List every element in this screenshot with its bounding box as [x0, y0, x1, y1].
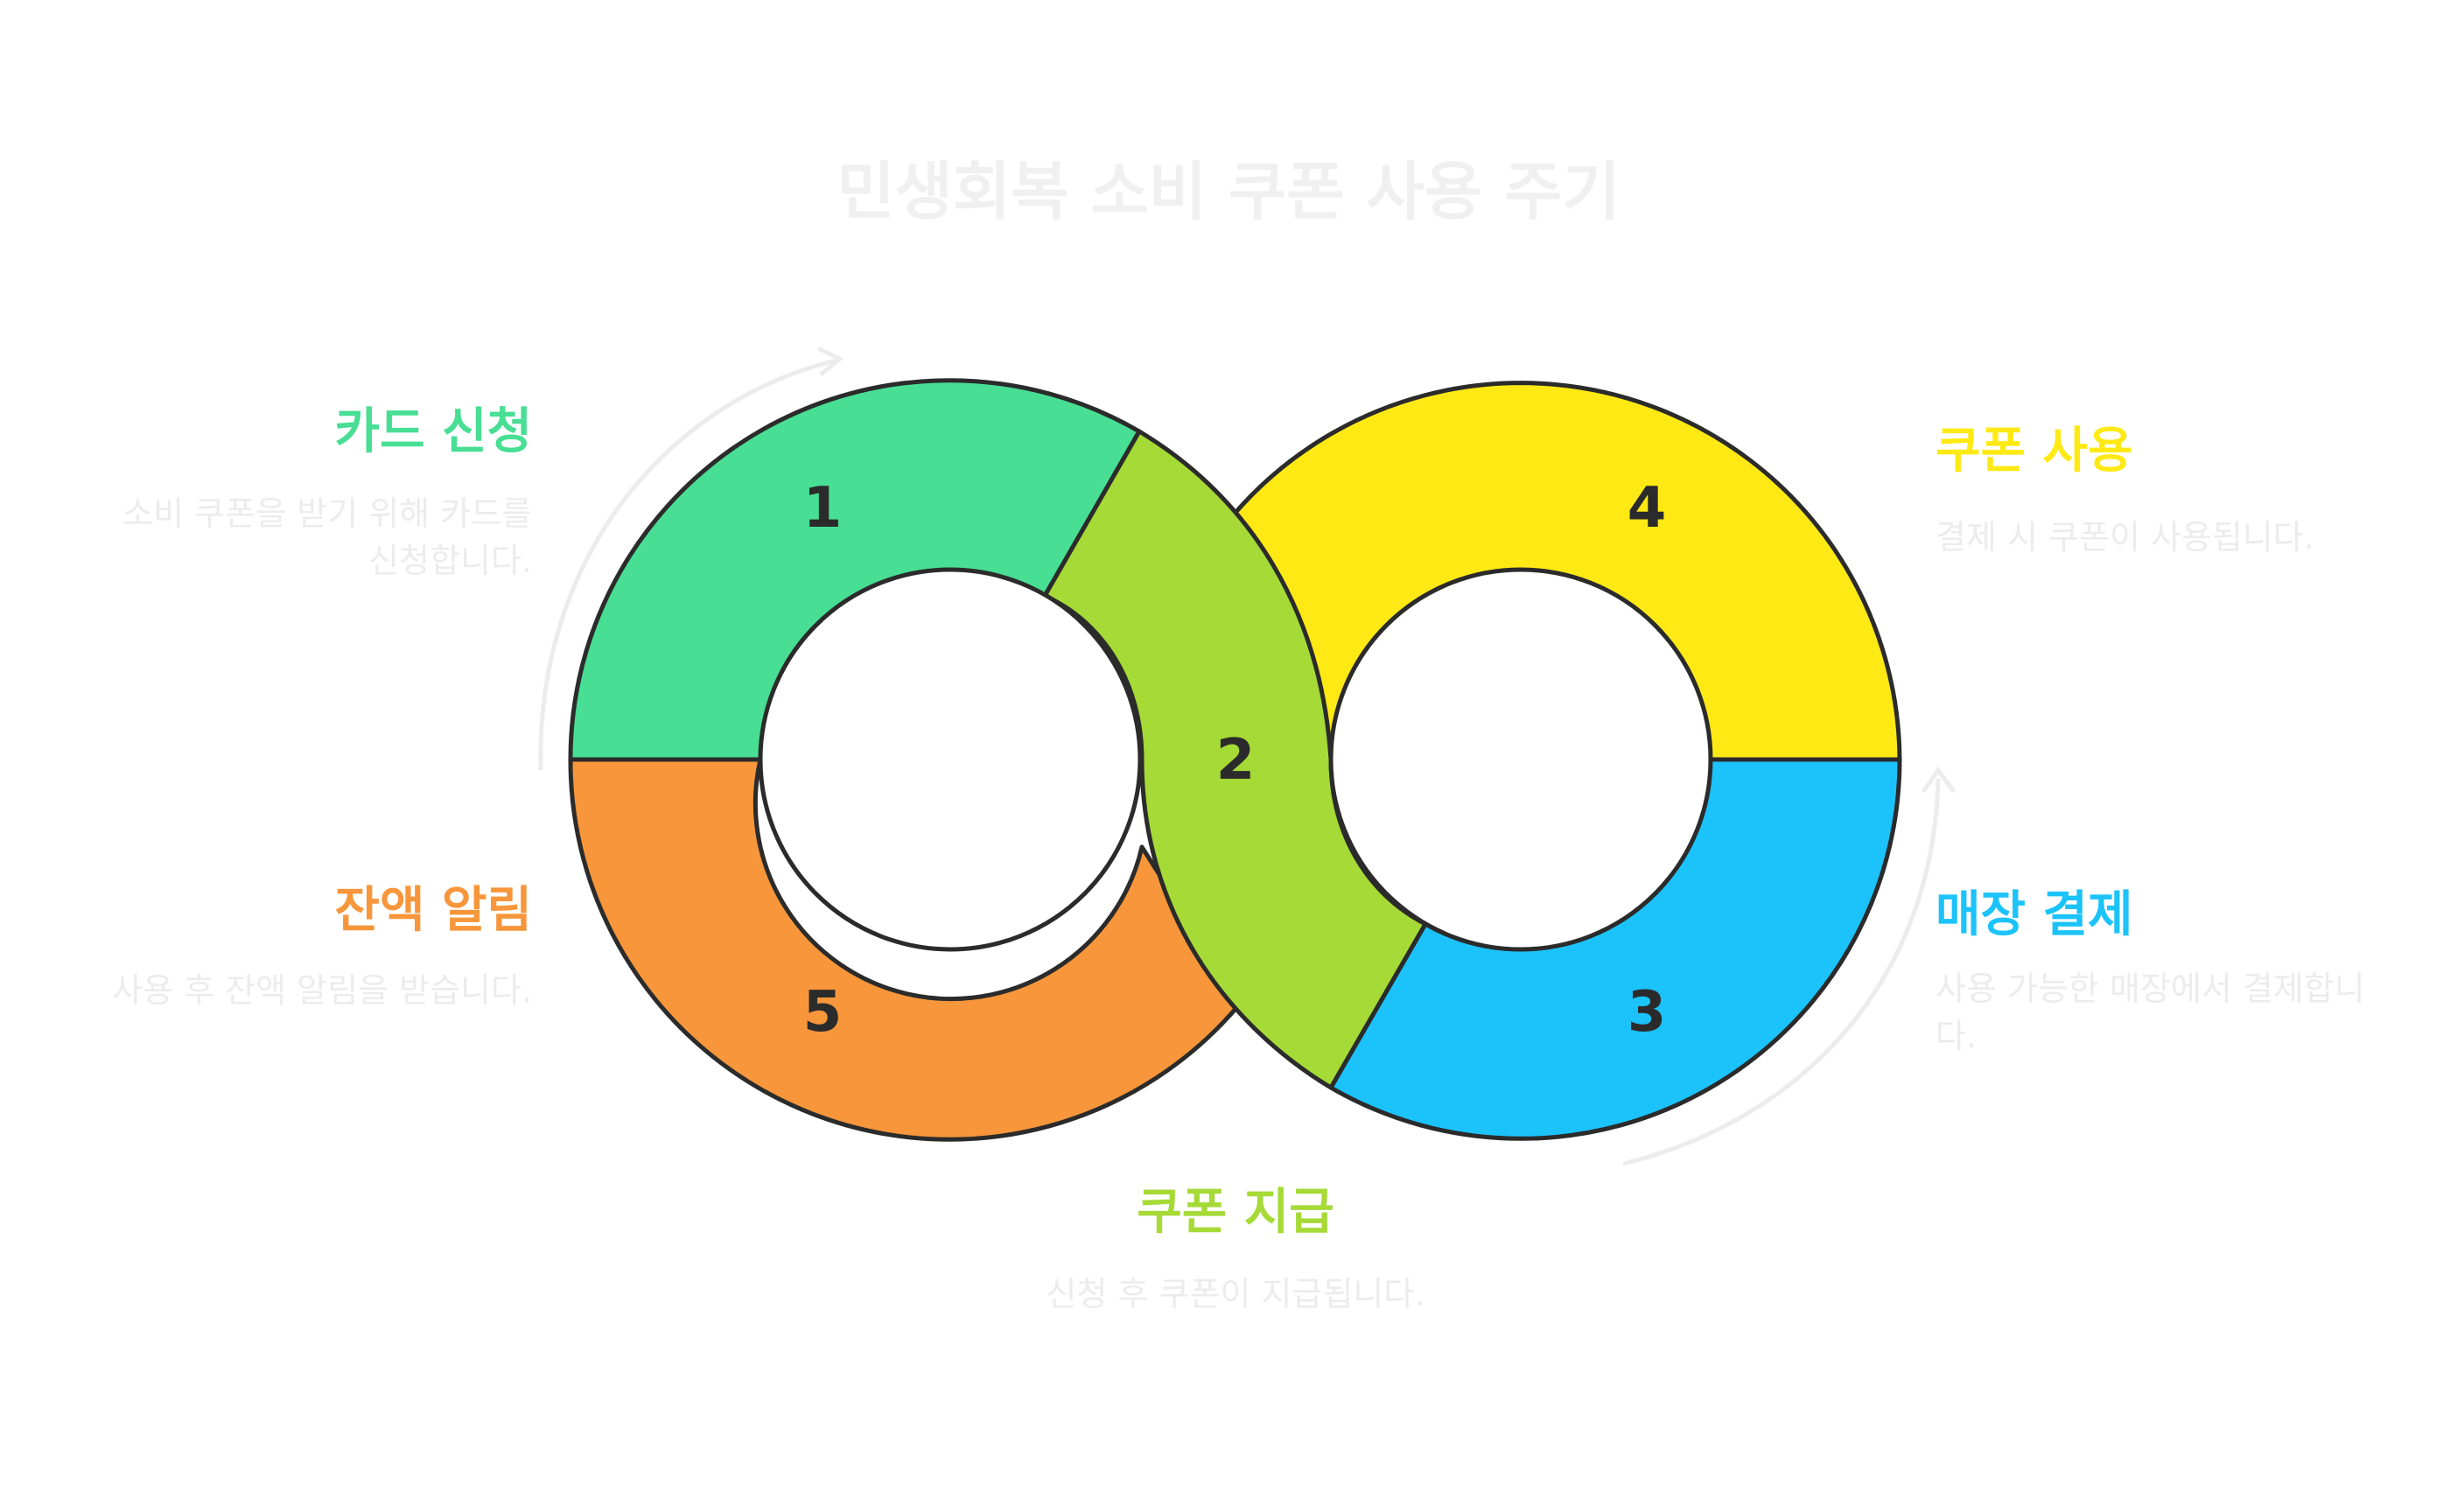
- step-4-title: 쿠폰 사용: [1936, 423, 2133, 480]
- cycle-arrow-left-head: [816, 346, 844, 376]
- step-3-title: 매장 결제: [1936, 886, 2133, 943]
- cycle-arrow-left: [538, 358, 836, 771]
- segment-2-number: 2: [1216, 728, 1256, 793]
- segment-5-number: 5: [803, 980, 843, 1045]
- right-ring-hole: [1328, 567, 1713, 952]
- segment-2-coupon-issue: [1042, 429, 1428, 1090]
- step-3-description: 사용 가능한 매장에서 결제합니다.: [1936, 970, 2365, 1055]
- cycle-arrow-right-head: [1921, 766, 1956, 794]
- segment-1-number: 1: [803, 476, 843, 541]
- step-1-title: 카드 신청: [334, 403, 532, 460]
- diagram-title: 민생회복 소비 쿠폰 사용 주기: [836, 155, 1620, 228]
- segment-3-number: 3: [1628, 980, 1667, 1045]
- step-2-title: 쿠폰 지급: [1137, 1184, 1334, 1241]
- cycle-arrow-right: [1622, 778, 1941, 1166]
- left-ring-hole: [758, 567, 1143, 952]
- segment-4-number: 4: [1628, 476, 1667, 541]
- step-4-description: 결제 시 쿠폰이 사용됩니다.: [1936, 518, 2314, 556]
- step-1-description: 소비 쿠폰을 받기 위해 카드를 신청합니다.: [122, 494, 532, 580]
- step-2-description: 신청 후 쿠폰이 지급됩니다.: [1046, 1275, 1425, 1313]
- step-5-title: 잔액 알림: [334, 882, 532, 939]
- step-5-description: 사용 후 잔액 알림을 받습니다.: [112, 971, 532, 1010]
